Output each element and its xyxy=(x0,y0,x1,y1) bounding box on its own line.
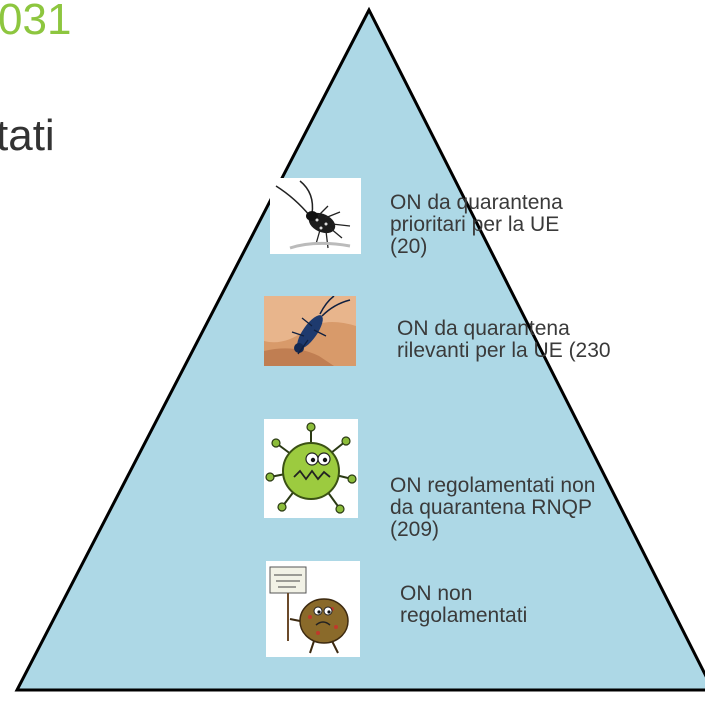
tier-1-label: ON da quarantena prioritari per la UE (2… xyxy=(390,191,563,259)
tier-2-label: ON da quarantena rilevanti per la UE (23… xyxy=(397,317,611,363)
brown-bug-with-sign-icon xyxy=(266,561,360,657)
green-germ-icon xyxy=(264,419,358,518)
slide-title: 031 xyxy=(0,0,72,44)
tier-4-label: ON non regolamentati xyxy=(400,582,528,628)
pyramid-triangle xyxy=(14,6,705,692)
beetle-on-hand-icon xyxy=(264,296,356,366)
slide-subtitle: tati xyxy=(0,111,55,160)
longhorn-beetle-icon xyxy=(270,178,361,254)
tier-3-label: ON regolamentati non da quarantena RNQP … xyxy=(390,474,596,542)
